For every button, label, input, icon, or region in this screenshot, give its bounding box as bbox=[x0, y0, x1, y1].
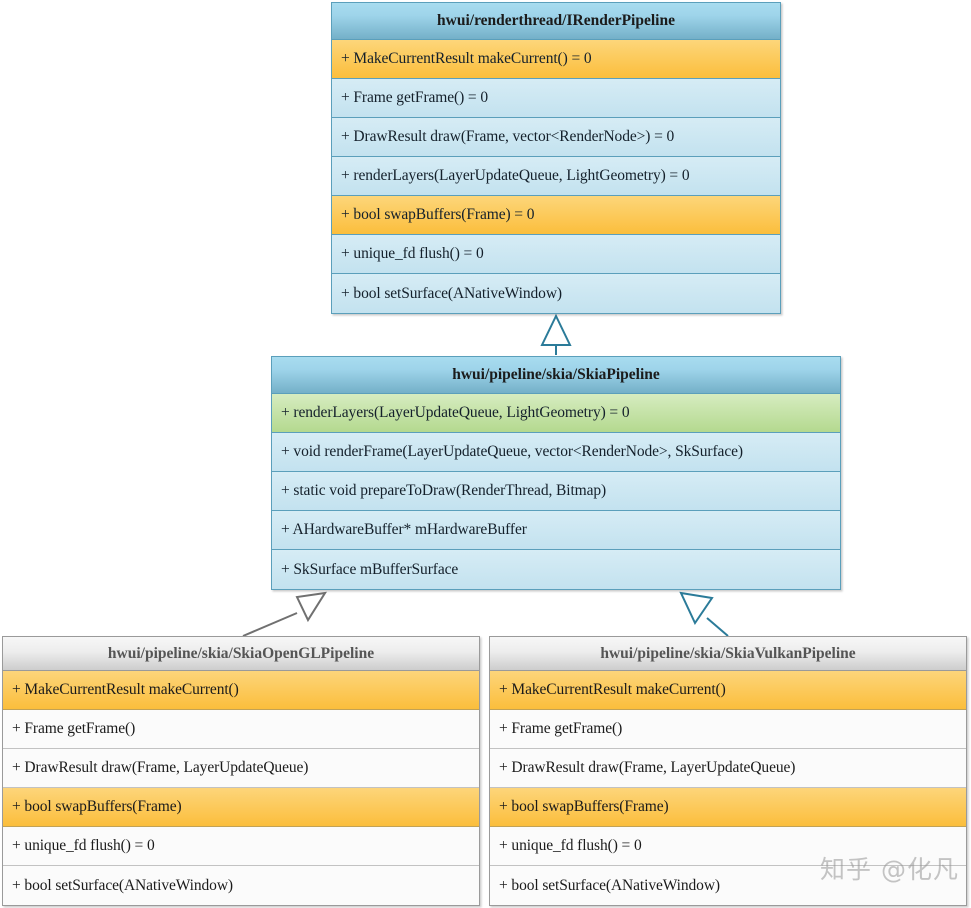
class-member-row[interactable]: + unique_fd flush() = 0 bbox=[3, 827, 479, 866]
class-member-row[interactable]: + unique_fd flush() = 0 bbox=[332, 235, 780, 274]
class-member-row[interactable]: + SkSurface mBufferSurface bbox=[272, 550, 840, 589]
class-member-row[interactable]: + DrawResult draw(Frame, LayerUpdateQueu… bbox=[490, 749, 966, 788]
class-member-row[interactable]: + renderLayers(LayerUpdateQueue, LightGe… bbox=[272, 394, 840, 433]
class-member-row[interactable]: + bool setSurface(ANativeWindow) bbox=[332, 274, 780, 313]
class-member-row[interactable]: + bool swapBuffers(Frame) bbox=[3, 788, 479, 827]
class-title-skiaopenglpipeline: hwui/pipeline/skia/SkiaOpenGLPipeline bbox=[3, 637, 479, 671]
class-member-row[interactable]: + MakeCurrentResult makeCurrent() bbox=[3, 671, 479, 710]
class-member-row[interactable]: + bool setSurface(ANativeWindow) bbox=[3, 866, 479, 905]
class-title-skiavulkanpipeline: hwui/pipeline/skia/SkiaVulkanPipeline bbox=[490, 637, 966, 671]
class-member-row[interactable]: + void renderFrame(LayerUpdateQueue, vec… bbox=[272, 433, 840, 472]
generalization-skiavulkanpipeline-to-skiapipeline bbox=[679, 591, 729, 637]
class-member-row[interactable]: + bool swapBuffers(Frame) bbox=[490, 788, 966, 827]
class-member-row[interactable]: + MakeCurrentResult makeCurrent() bbox=[490, 671, 966, 710]
class-member-row[interactable]: + static void prepareToDraw(RenderThread… bbox=[272, 472, 840, 511]
class-box-skiaopenglpipeline[interactable]: hwui/pipeline/skia/SkiaOpenGLPipeline + … bbox=[2, 636, 480, 906]
generalization-skiaopenglpipeline-to-skiapipeline bbox=[242, 591, 327, 637]
generalization-skiapipeline-to-irenderpipeline bbox=[540, 313, 572, 355]
class-member-row[interactable]: + MakeCurrentResult makeCurrent() = 0 bbox=[332, 40, 780, 79]
class-box-skiapipeline[interactable]: hwui/pipeline/skia/SkiaPipeline + render… bbox=[271, 356, 841, 590]
class-box-skiavulkanpipeline[interactable]: hwui/pipeline/skia/SkiaVulkanPipeline + … bbox=[489, 636, 967, 906]
class-box-irenderpipeline[interactable]: hwui/renderthread/IRenderPipeline + Make… bbox=[331, 2, 781, 314]
class-member-row[interactable]: + renderLayers(LayerUpdateQueue, LightGe… bbox=[332, 157, 780, 196]
class-member-row[interactable]: + unique_fd flush() = 0 bbox=[490, 827, 966, 866]
class-member-row[interactable]: + Frame getFrame() bbox=[490, 710, 966, 749]
class-member-row[interactable]: + DrawResult draw(Frame, vector<RenderNo… bbox=[332, 118, 780, 157]
class-member-row[interactable]: + bool setSurface(ANativeWindow) bbox=[490, 866, 966, 905]
class-member-row[interactable]: + Frame getFrame() = 0 bbox=[332, 79, 780, 118]
class-title-irenderpipeline: hwui/renderthread/IRenderPipeline bbox=[332, 3, 780, 40]
class-member-row[interactable]: + AHardwareBuffer* mHardwareBuffer bbox=[272, 511, 840, 550]
class-member-row[interactable]: + Frame getFrame() bbox=[3, 710, 479, 749]
class-member-row[interactable]: + bool swapBuffers(Frame) = 0 bbox=[332, 196, 780, 235]
class-member-row[interactable]: + DrawResult draw(Frame, LayerUpdateQueu… bbox=[3, 749, 479, 788]
class-title-skiapipeline: hwui/pipeline/skia/SkiaPipeline bbox=[272, 357, 840, 394]
